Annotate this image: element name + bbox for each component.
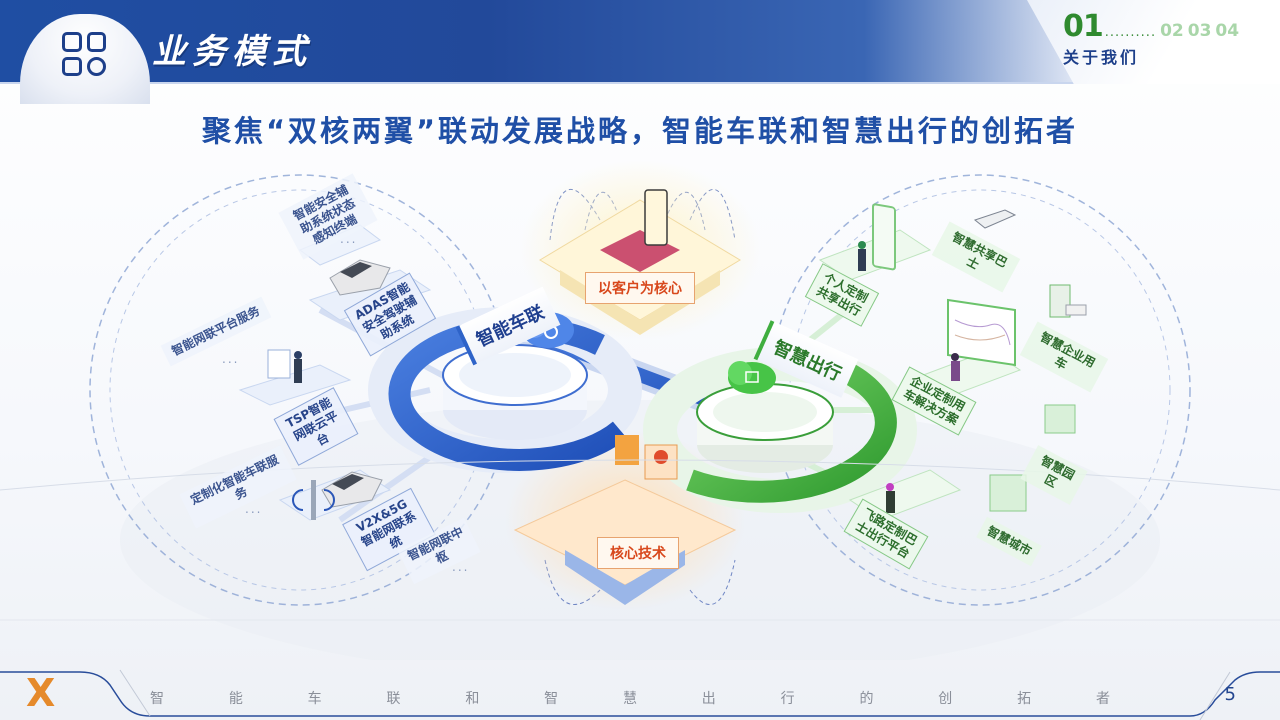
slogan-char: 者	[1095, 691, 1110, 707]
map-screen-icon	[947, 298, 1016, 367]
footer-frame	[0, 669, 1280, 720]
ellipsis: ...	[222, 352, 240, 366]
slogan-char: 行	[780, 691, 795, 707]
page-subtitle: 聚焦“双核两翼”联动发展战略，智能车联和智慧出行的创拓者	[201, 114, 1079, 148]
car-icon	[329, 259, 391, 296]
cloud-icon	[728, 361, 776, 394]
slogan-char: 出	[701, 691, 716, 707]
business-model-diagram: 以客户为核心 核心技术 智能车联 智慧出行 ADAS智能安全驾驶辅助系统 TSP…	[0, 160, 1280, 660]
slogan-char: 能	[228, 691, 243, 707]
slogan-char: 联	[386, 691, 401, 707]
section-number-4[interactable]: 04	[1215, 21, 1240, 41]
diagram-connectors	[0, 160, 1280, 660]
page-title: 业务模式	[152, 32, 312, 72]
park-icon	[1044, 404, 1076, 434]
slogan-char: 的	[859, 691, 874, 707]
section-number-2[interactable]: 02	[1160, 21, 1184, 41]
ellipsis: ...	[452, 560, 470, 574]
slogan-char: 智	[150, 691, 164, 707]
footer-slogan: 智 能 车 联 和 智 慧 出 行 的 创 拓 者	[150, 688, 1110, 708]
slogan-char: 和	[465, 691, 480, 707]
slogan-char: 慧	[622, 691, 637, 707]
header-band	[0, 0, 1080, 84]
section-number-3[interactable]: 03	[1187, 21, 1212, 41]
slogan-char: 拓	[1017, 691, 1032, 707]
footer: X 智 能 车 联 和 智 慧 出 行 的 创 拓 者 5	[0, 660, 1280, 720]
ellipsis: ...	[340, 232, 358, 246]
core-customer-label: 以客户为核心	[585, 272, 695, 304]
section-nav-backdrop	[1027, 0, 1280, 84]
page-number: 5	[1224, 684, 1236, 705]
grid-apps-icon	[62, 32, 106, 76]
building-icon	[1049, 284, 1087, 318]
slogan-char: 智	[544, 691, 559, 707]
signal-tower-icon	[292, 480, 335, 520]
section-label: 关于我们	[1063, 48, 1140, 67]
slogan-char: 车	[307, 691, 322, 707]
person-icon	[267, 349, 302, 383]
section-dots: ..........	[1104, 25, 1157, 40]
section-number-active[interactable]: 01	[1063, 9, 1104, 44]
ellipsis: ...	[245, 502, 263, 516]
city-icon	[989, 474, 1027, 512]
company-logo: X	[26, 671, 56, 715]
core-technology-label: 核心技术	[597, 537, 679, 569]
bus-icon	[973, 209, 1017, 229]
slogan-char: 创	[938, 691, 953, 707]
car-icon	[321, 471, 383, 508]
